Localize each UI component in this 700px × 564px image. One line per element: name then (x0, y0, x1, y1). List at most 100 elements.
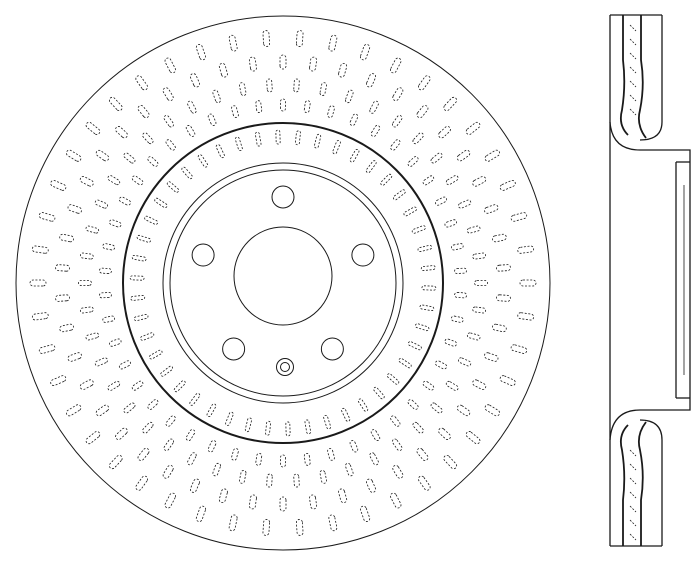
vent-slot (456, 404, 471, 417)
vent-slot (332, 140, 341, 155)
vent-slot (218, 488, 228, 504)
vent-slot (79, 176, 94, 187)
vent-slot (390, 415, 401, 427)
vent-slot (59, 323, 74, 333)
vent-channel-left (619, 15, 629, 136)
vent-slot (215, 144, 225, 159)
vent-slot (189, 73, 200, 88)
vent-slot (118, 196, 131, 206)
vent-slot (85, 332, 100, 341)
vent-slot (248, 494, 257, 510)
vent-slot (129, 275, 145, 281)
vent-slot (295, 130, 301, 146)
vane-dash (629, 94, 637, 102)
vent-slot (319, 470, 327, 484)
vent-slot (386, 373, 400, 385)
vent-slot (163, 438, 175, 451)
vent-slot (55, 294, 70, 302)
vent-slot (99, 267, 112, 274)
vent-slot (295, 519, 304, 536)
vent-slot (345, 89, 354, 104)
vent-slot (484, 404, 501, 417)
vent-slot (445, 380, 459, 391)
vane-dash (629, 505, 637, 513)
vent-slot (369, 100, 379, 114)
vent-slot (107, 380, 121, 391)
vent-slot (443, 455, 458, 470)
vane-dash (629, 519, 637, 527)
vent-slot (458, 199, 472, 209)
vent-slot (510, 212, 528, 222)
vent-slot (50, 375, 67, 387)
vent-slot (499, 375, 516, 387)
vent-slot (123, 402, 136, 414)
vent-slot (422, 175, 435, 186)
vent-slot (239, 470, 247, 484)
vent-slot (419, 304, 435, 312)
vent-slot (496, 264, 511, 272)
vent-slot (162, 465, 174, 479)
vent-slot (107, 175, 121, 186)
vent-slot (357, 398, 369, 412)
vent-slot (443, 96, 458, 111)
vent-slot (29, 279, 47, 287)
vent-slot (466, 225, 481, 234)
vent-slot (341, 407, 351, 422)
vent-slot (438, 427, 451, 440)
vent-slot (435, 196, 448, 206)
vent-slot (154, 197, 168, 209)
hub-face-ring (162, 162, 404, 404)
vent-slot (162, 87, 174, 101)
side-view (609, 14, 691, 547)
vent-slot (133, 313, 149, 322)
vent-slot (228, 514, 238, 532)
vent-slot (407, 399, 419, 410)
vent-slot (185, 429, 196, 441)
vent-slot (218, 62, 228, 78)
vent-slot (123, 152, 136, 164)
vent-slot (279, 54, 287, 70)
vent-slot (417, 244, 433, 253)
vent-slot (407, 341, 422, 351)
vent-slot (189, 478, 200, 493)
vent-slot (295, 30, 304, 47)
vent-slot (430, 402, 443, 414)
vent-slot (108, 455, 123, 470)
vent-slot (95, 149, 110, 162)
vane-dash (629, 52, 637, 60)
vent-slot (173, 380, 186, 393)
vent-slot (392, 189, 406, 201)
hat-profile-outer (609, 121, 691, 441)
vent-slot (392, 87, 404, 101)
hat-profile-inner (639, 121, 663, 441)
vent-slot (319, 82, 327, 96)
vent-slot (496, 294, 511, 302)
vent-slot (430, 152, 443, 164)
vent-slot (140, 332, 155, 341)
vent-slot (444, 338, 457, 347)
vent-slot (244, 417, 253, 433)
vent-slot (181, 166, 193, 180)
vent-slot (67, 204, 82, 214)
vent-slot (414, 323, 430, 332)
vent-slot (454, 292, 467, 299)
vent-slot (412, 132, 424, 145)
vent-slot (207, 113, 217, 126)
vent-slot (407, 156, 419, 167)
vent-slot (59, 233, 74, 243)
vent-slot (499, 179, 516, 191)
vent-slot (164, 492, 176, 509)
vent-slot (366, 478, 377, 493)
vent-slot (102, 243, 116, 251)
vent-slot (309, 494, 318, 510)
front-view (15, 15, 551, 551)
vent-slot (359, 44, 371, 61)
vent-slot (454, 267, 467, 274)
vent-slot (370, 125, 381, 137)
bolt-hole (191, 243, 215, 267)
vent-slot (517, 312, 535, 321)
bolt-hole (271, 185, 295, 209)
vent-slot (265, 420, 271, 436)
vent-slot (31, 245, 49, 254)
